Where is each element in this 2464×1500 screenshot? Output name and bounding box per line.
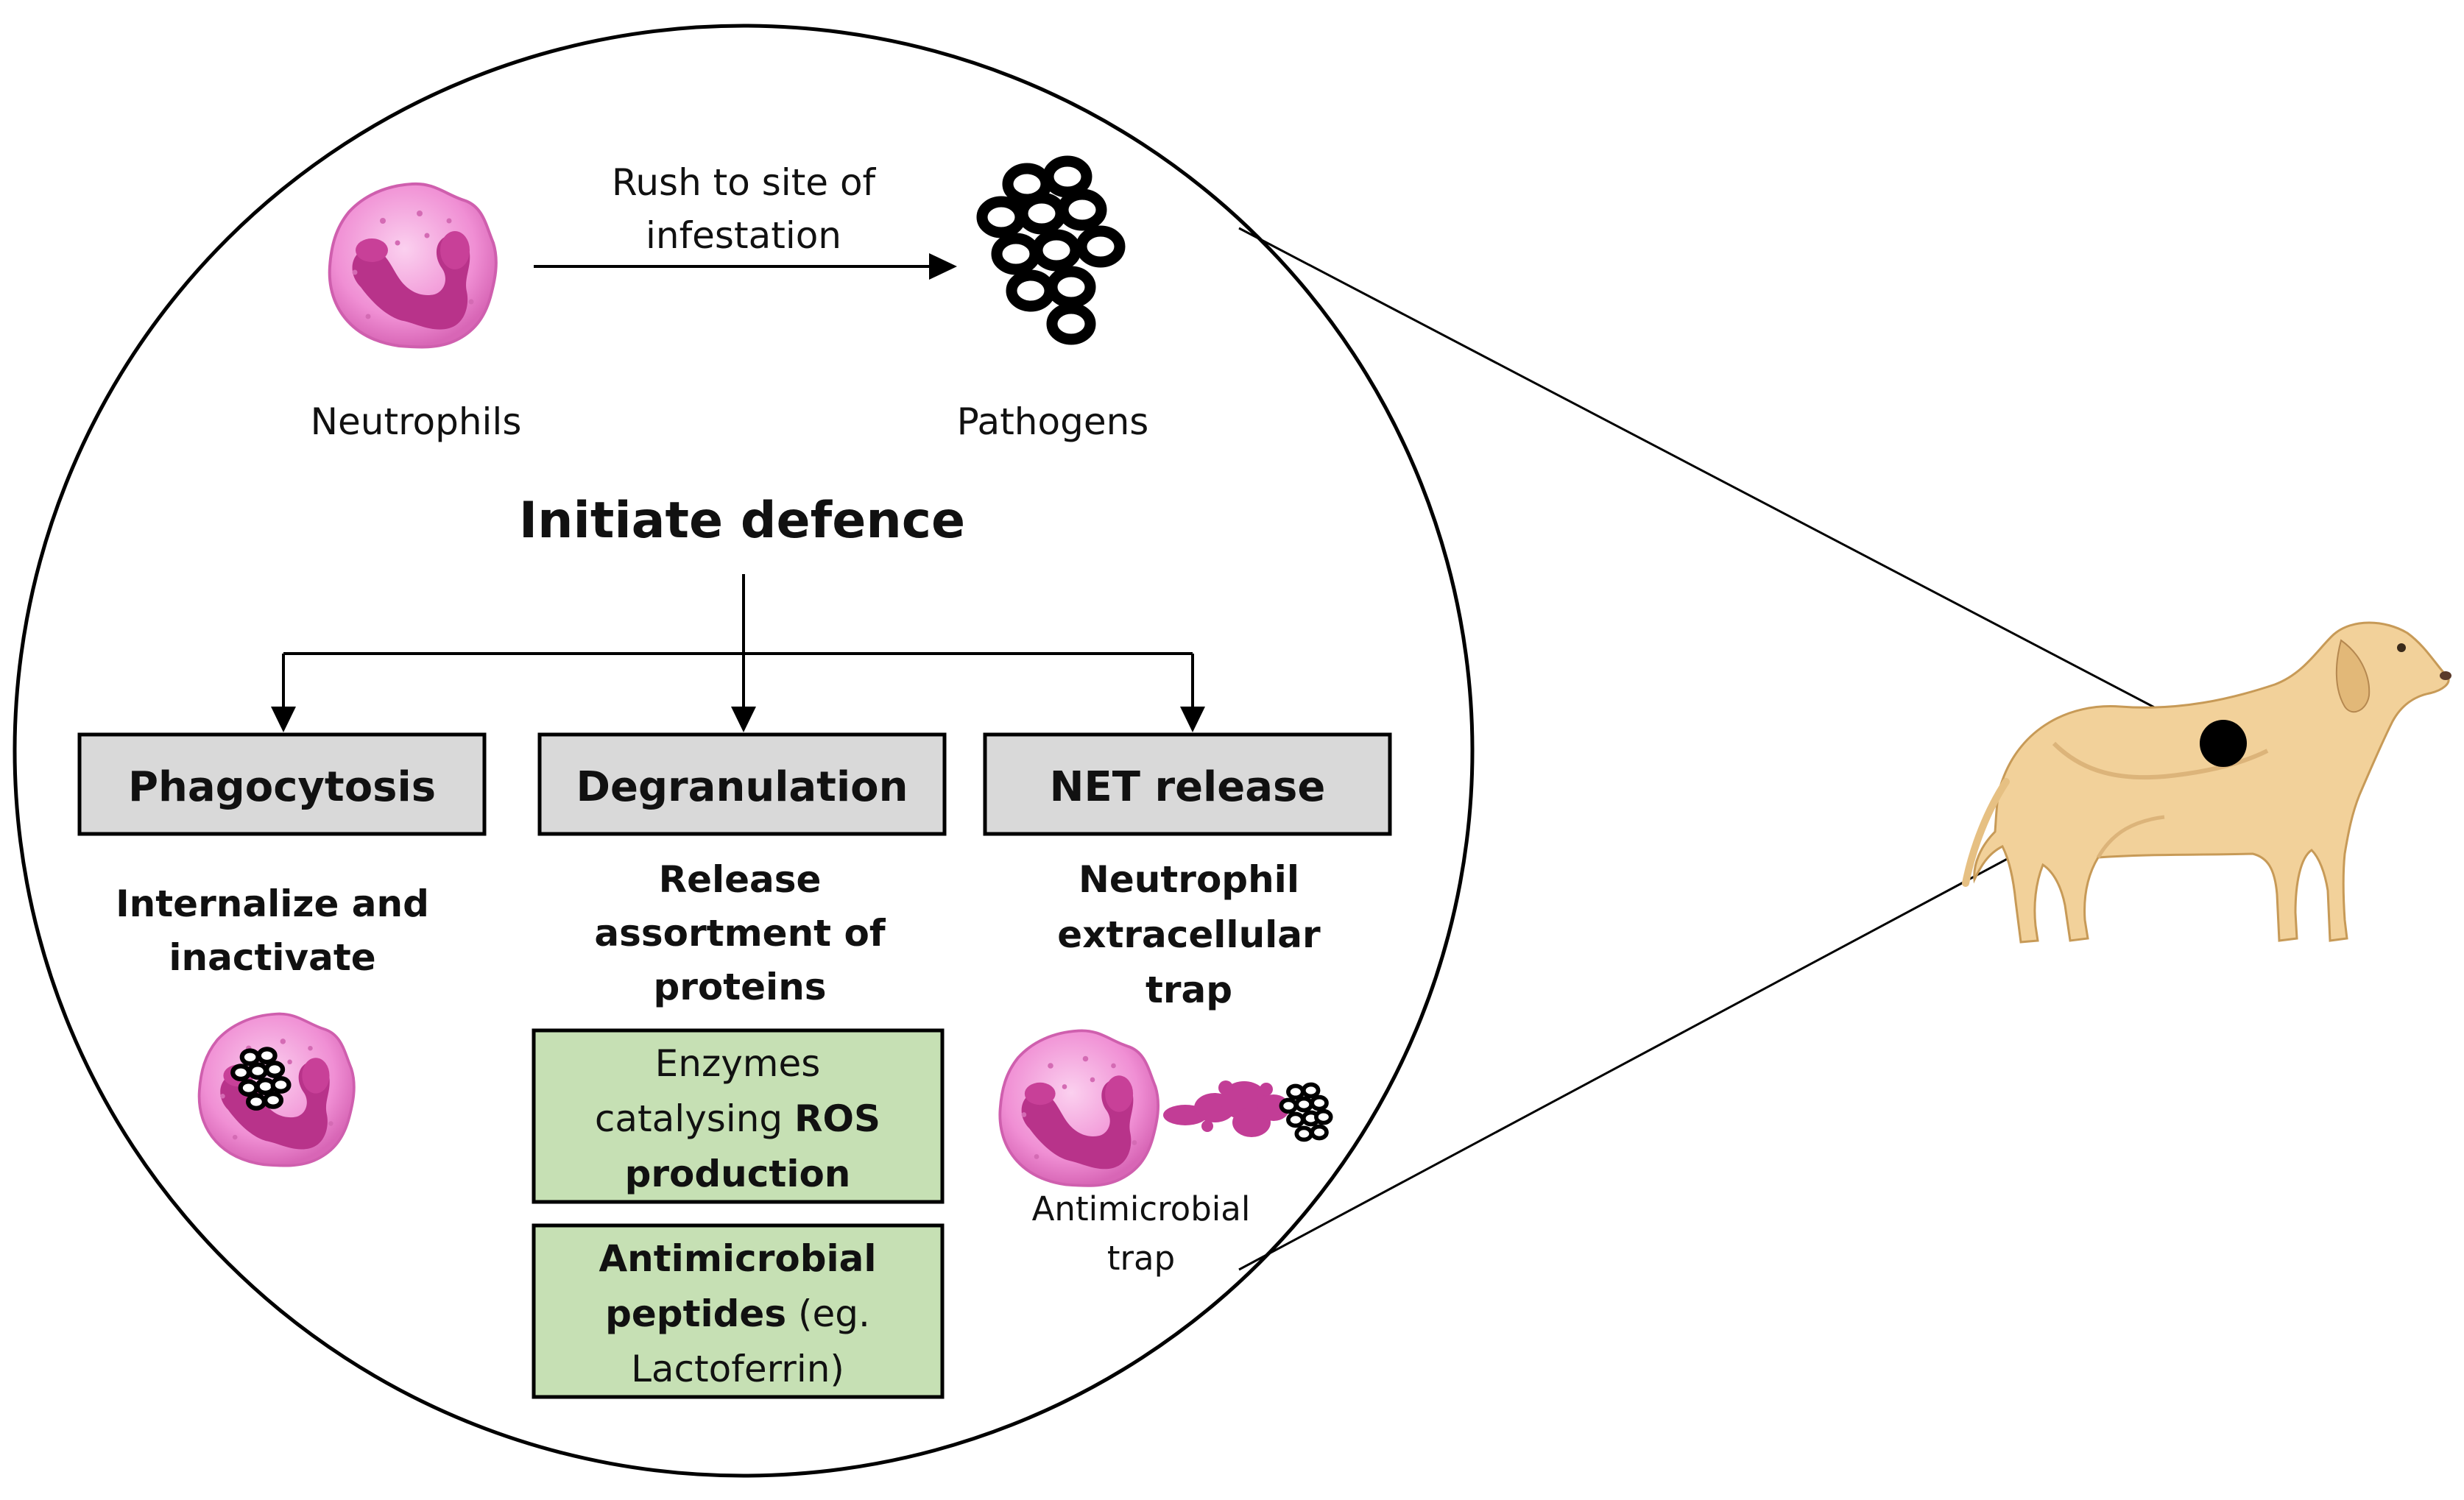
rush-label-line1: Rush to site of	[612, 161, 877, 204]
rush-label-line2: infestation	[646, 214, 841, 257]
peptides-line1: Antimicrobial	[599, 1237, 876, 1280]
magnifier-circle	[13, 24, 1475, 1478]
pathogens-label: Pathogens	[957, 400, 1149, 443]
engulfing-neutrophil-icon	[197, 1012, 356, 1167]
phagocytosis-label: Phagocytosis	[128, 763, 436, 811]
peptides-line2: peptides (eg.	[605, 1292, 870, 1335]
neutrophils-label: Neutrophils	[311, 400, 522, 443]
rush-arrowhead	[929, 253, 957, 280]
phagocytosis-desc-line1: Internalize and	[116, 882, 429, 925]
enzymes-line3: production	[625, 1153, 851, 1195]
net-neutrophil-icon	[998, 1029, 1160, 1187]
degranulation-desc-line3: proteins	[653, 966, 826, 1008]
arrowhead-phagocytosis	[271, 707, 296, 732]
antimicrobial-trap-line2: trap	[1107, 1239, 1175, 1278]
arrowhead-net	[1180, 707, 1205, 732]
peptides-line3: Lactoferrin)	[631, 1348, 844, 1390]
peptides-line2-bold: peptides	[605, 1292, 786, 1335]
zoom-line-top	[1238, 227, 2224, 745]
pathogen-cluster-icon	[982, 161, 1120, 339]
net-desc-line1: Neutrophil	[1079, 858, 1299, 901]
trapped-pathogen-icon	[1281, 1085, 1330, 1140]
enzymes-line2-bold: ROS	[794, 1097, 880, 1140]
net-desc-line2: extracellular	[1057, 913, 1321, 956]
enzymes-box	[532, 1028, 945, 1204]
enzymes-line1: Enzymes	[655, 1042, 821, 1085]
degranulation-box	[537, 732, 947, 836]
degranulation-label: Degranulation	[576, 763, 908, 811]
net-release-label: NET release	[1050, 763, 1326, 811]
initiate-defence-title: Initiate defence	[519, 492, 965, 550]
arrowhead-degranulation	[731, 707, 756, 732]
branch-connectors	[282, 574, 1194, 710]
phagocytosis-box	[77, 732, 487, 836]
peptides-line2-plain: (eg.	[786, 1292, 870, 1335]
phagocytosis-desc-line2: inactivate	[169, 936, 375, 979]
antimicrobial-trap-line1: Antimicrobial	[1032, 1189, 1251, 1228]
degranulation-desc-line1: Release	[659, 858, 822, 901]
infection-site-marker	[2200, 720, 2247, 767]
net-release-box	[983, 732, 1392, 836]
neutrophil-icon	[328, 182, 498, 349]
net-fibers	[1163, 1080, 1290, 1137]
degranulation-desc-line2: assortment of	[594, 912, 886, 955]
dog-image	[1962, 621, 2451, 944]
enzymes-line2-plain: catalysing	[595, 1097, 794, 1140]
enzymes-line2: catalysing ROS	[595, 1097, 880, 1140]
net-desc-line3: trap	[1145, 969, 1232, 1011]
peptides-box	[532, 1223, 945, 1399]
